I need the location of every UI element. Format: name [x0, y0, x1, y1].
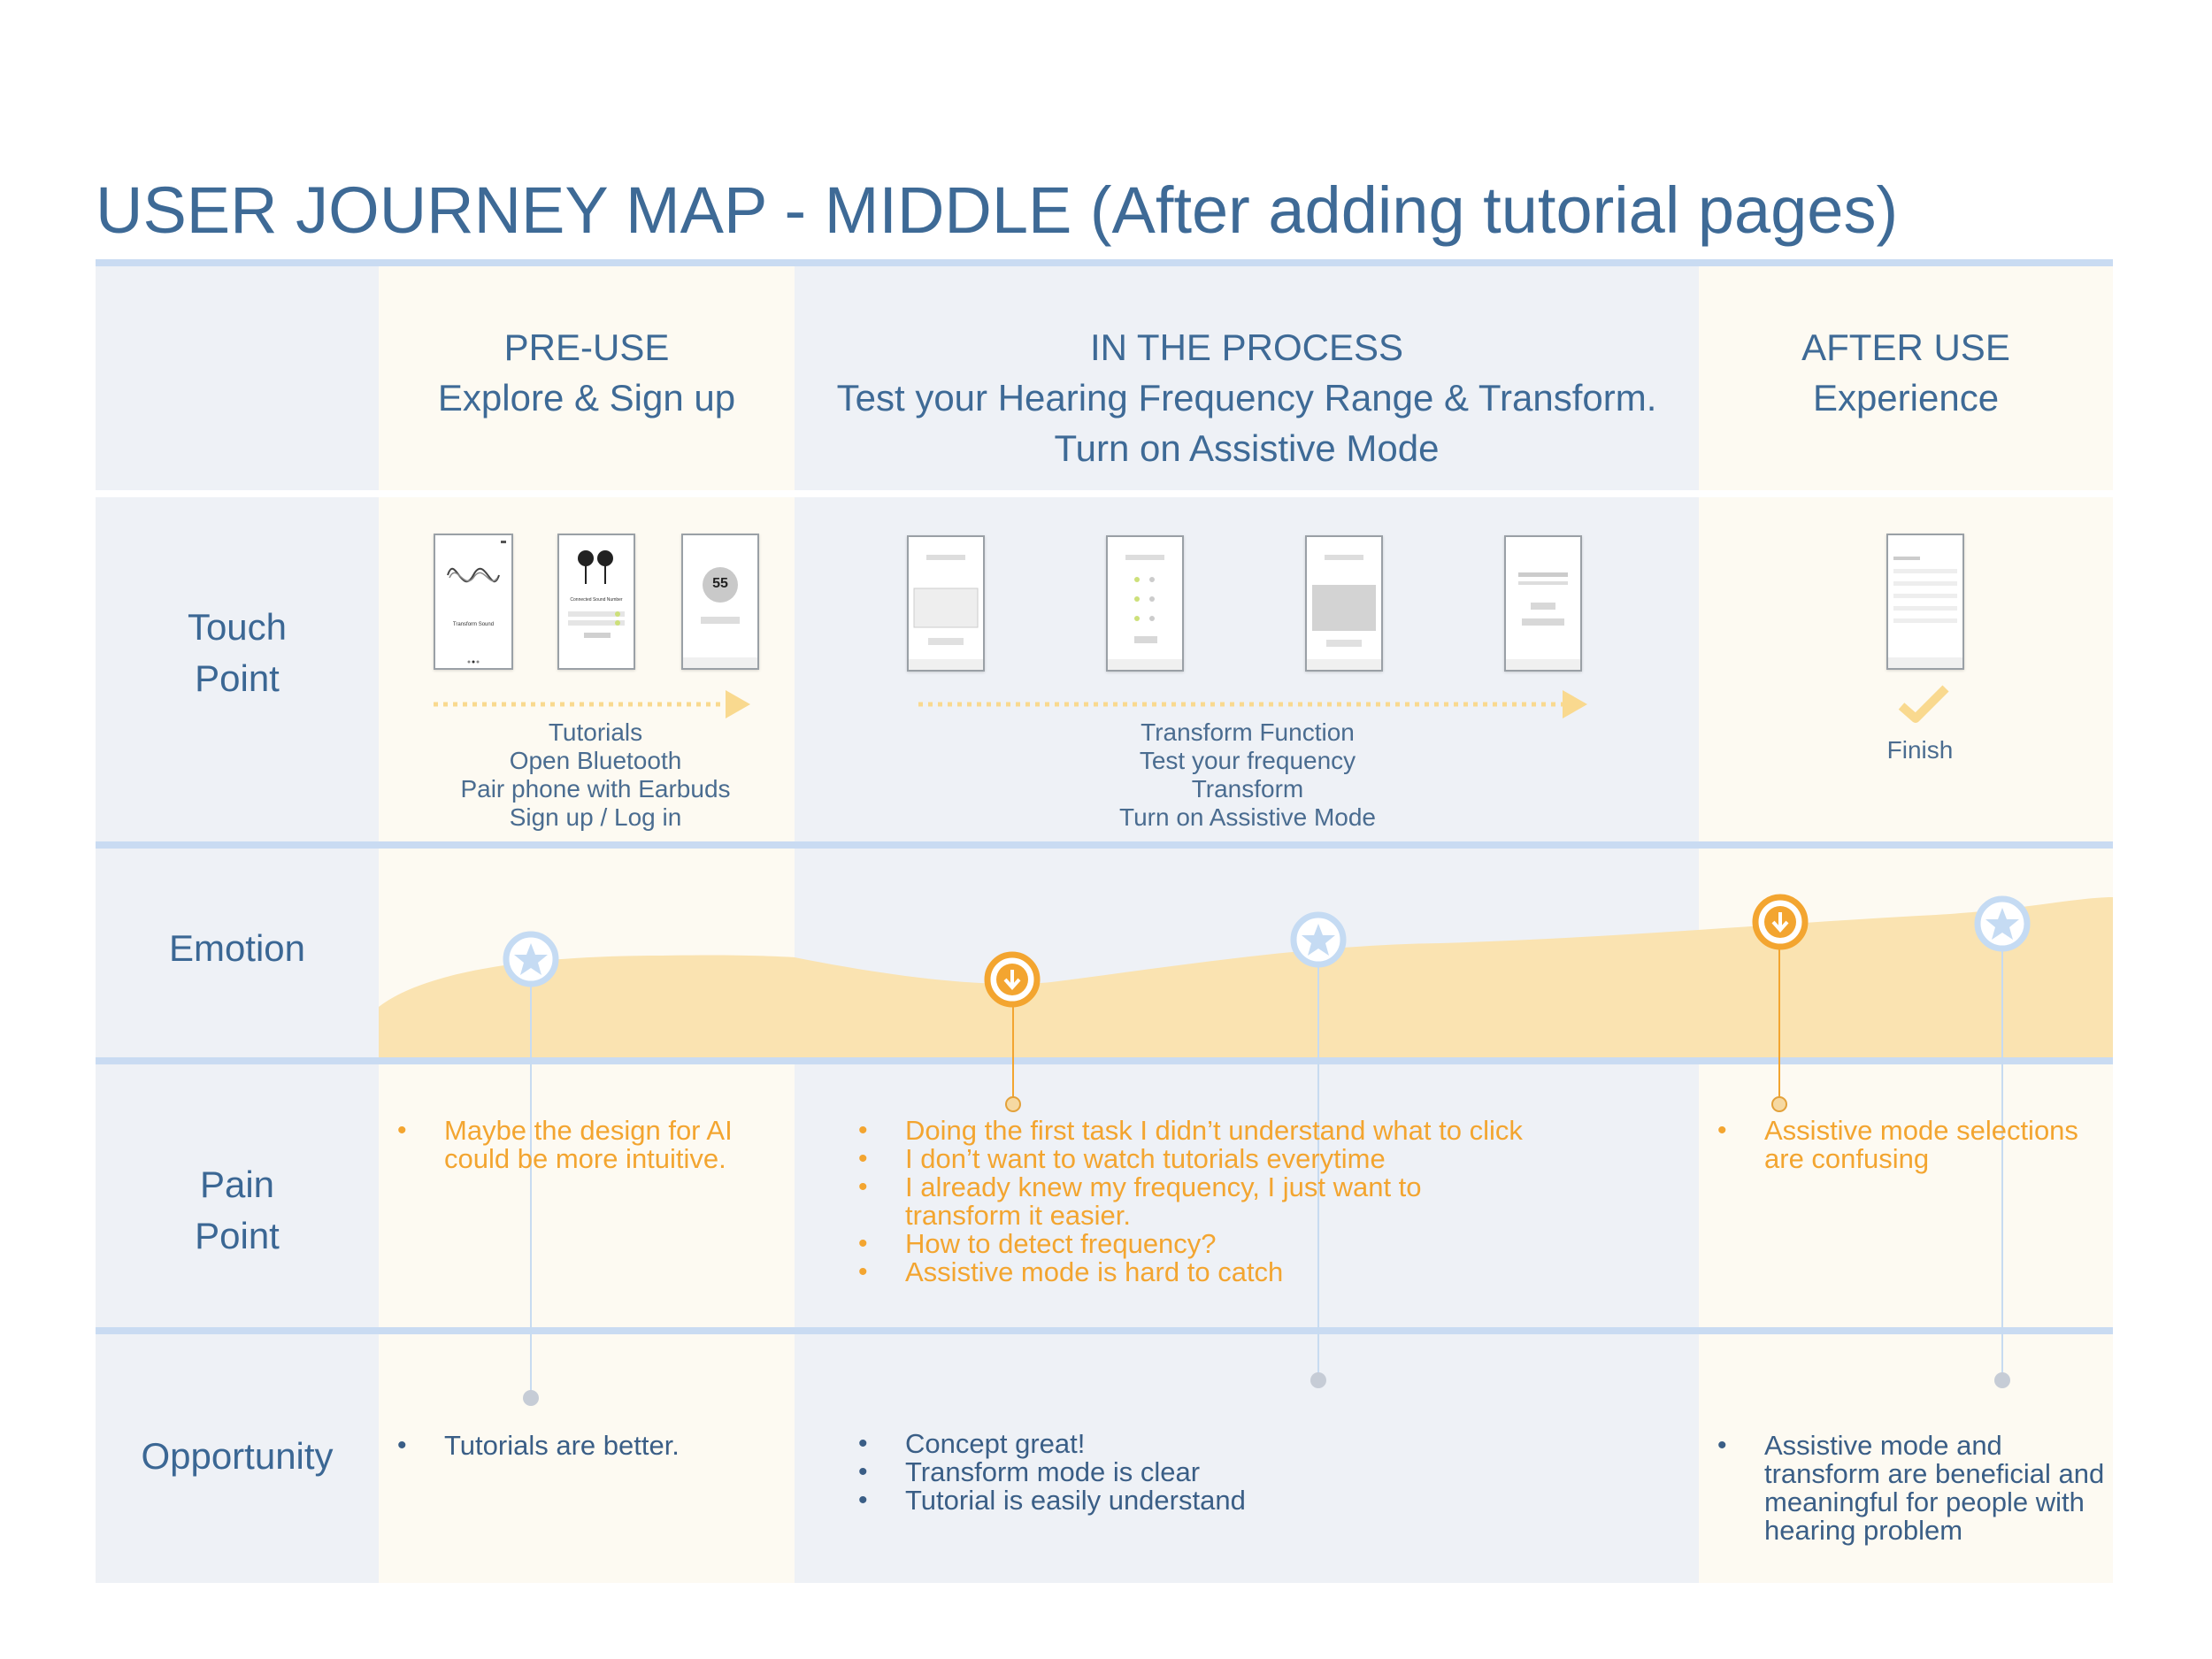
pre-use-flow-arrow — [434, 690, 750, 718]
step-item: Turn on Assistive Mode — [1119, 803, 1376, 831]
pain-point-item: I don’t want to watch tutorials everytim… — [858, 1145, 1531, 1174]
pairing-screen-thumbnail: Connected Sound Number — [557, 534, 635, 670]
row-label-line: Point — [195, 1215, 280, 1256]
page-title: USER JOURNEY MAP - MIDDLE (After adding … — [96, 173, 1899, 247]
row-label-opportunity: Opportunity — [141, 1435, 334, 1477]
pain-point-item: I already knew my frequency, I just want… — [858, 1173, 1531, 1230]
phase-header-after-use: AFTER USE Experience — [1699, 322, 2113, 423]
phase-name: AFTER USE — [1801, 326, 2010, 368]
process-steps: Transform Function Test your frequency T… — [1071, 718, 1425, 832]
row-label-line: Point — [195, 657, 280, 699]
opportunity-item: Transform mode is clear — [858, 1458, 1531, 1487]
star-icon — [503, 931, 559, 987]
test-frequency-screen-1 — [907, 535, 985, 672]
screen-caption: Connected Sound Number — [570, 597, 623, 603]
connector-end-dot — [1994, 1372, 2010, 1388]
volume-screen-thumbnail: 55 — [681, 534, 759, 670]
frequency-graph-icon — [1307, 555, 1381, 670]
pain-points-after-use: Assistive mode selections are confusing — [1717, 1117, 2107, 1173]
connector-end-dot — [523, 1390, 539, 1406]
pre-use-steps: Tutorials Open Bluetooth Pair phone with… — [379, 718, 812, 832]
step-item: Test your frequency — [1139, 747, 1356, 774]
row-divider-pain-opportunity — [96, 1327, 2113, 1334]
emotion-area — [379, 897, 2113, 1062]
step-item: Transform — [1191, 775, 1304, 803]
settings-list-graphic — [1888, 557, 1962, 668]
row-label-touch-point: Touch Point — [96, 602, 379, 704]
after-use-steps: Finish — [1832, 736, 2008, 764]
phase-subtitle: Test your Hearing Frequency Range & Tran… — [836, 377, 1657, 419]
row-divider-emotion-pain — [96, 1057, 2113, 1064]
phase-header-process: IN THE PROCESS Test your Hearing Frequen… — [795, 322, 1699, 473]
row-label-pain-point: Pain Point — [96, 1159, 379, 1262]
row-label-line: Pain — [199, 1164, 275, 1205]
connector-end-dot — [1005, 1096, 1021, 1112]
pain-point-item: Assistive mode selections are confusing — [1717, 1117, 2107, 1173]
down-arrow-icon — [1752, 894, 1809, 950]
assistive-mode-graphic — [1506, 572, 1580, 670]
opportunity-item: Tutorial is easily understand — [858, 1486, 1531, 1516]
pain-points-process: Doing the first task I didn’t understand… — [858, 1117, 1531, 1287]
title-divider — [96, 259, 2113, 266]
opportunities-pre-use: Tutorials are better. — [397, 1432, 769, 1461]
connector-line-1 — [530, 982, 532, 1398]
volume-screen-graphic — [683, 567, 757, 668]
label-column-band — [96, 266, 379, 1583]
star-icon — [1290, 911, 1347, 968]
emotion-curve — [379, 897, 2113, 1062]
connector-line-4 — [1778, 945, 1780, 1104]
process-column-band — [795, 266, 1699, 1583]
sound-wave-icon — [447, 541, 506, 664]
frequency-chart-icon — [909, 555, 983, 670]
test-frequency-screen-2 — [1106, 535, 1184, 672]
row-label-line: Touch — [187, 606, 288, 648]
down-arrow-icon — [984, 951, 1041, 1008]
assistive-mode-screen — [1504, 535, 1582, 672]
phase-subtitle: Turn on Assistive Mode — [1054, 427, 1440, 469]
step-item: Pair phone with Earbuds — [460, 775, 731, 803]
pain-points-pre-use: Maybe the design for AI could be more in… — [397, 1117, 769, 1173]
earbuds-icon — [568, 550, 625, 638]
volume-value: 55 — [712, 576, 728, 591]
step-item: Sign up / Log in — [509, 803, 682, 831]
checkmark-icon — [1898, 685, 1949, 723]
tutorial-screen-thumbnail: Transform Sound — [434, 534, 513, 670]
phase-subtitle: Experience — [1812, 377, 2000, 419]
connector-end-dot — [1310, 1372, 1326, 1388]
step-item: Finish — [1886, 736, 1954, 764]
phase-name: IN THE PROCESS — [1090, 326, 1403, 368]
opportunities-process: Concept great! Transform mode is clear T… — [858, 1430, 1531, 1516]
opportunity-item: Tutorials are better. — [397, 1432, 769, 1461]
step-item: Open Bluetooth — [509, 747, 682, 774]
pain-point-item: How to detect frequency? — [858, 1230, 1531, 1259]
settings-screen-thumbnail — [1886, 534, 1964, 670]
test-frequency-screen-3 — [1305, 535, 1383, 672]
opportunities-after-use: Assistive mode and transform are benefic… — [1717, 1432, 2107, 1545]
pain-point-item: Maybe the design for AI could be more in… — [397, 1117, 769, 1173]
row-label-emotion: Emotion — [168, 927, 306, 969]
screen-caption: Transform Sound — [452, 622, 495, 627]
phase-name: PRE-USE — [503, 326, 670, 368]
header-separator — [96, 490, 2113, 497]
pre-use-column-band — [379, 266, 795, 1583]
star-icon — [1974, 895, 2031, 952]
step-item: Transform Function — [1141, 718, 1355, 746]
step-item: Tutorials — [548, 718, 643, 746]
opportunity-item: Assistive mode and transform are benefic… — [1717, 1432, 2107, 1545]
row-divider-touch-emotion — [96, 841, 2113, 849]
phase-subtitle: Explore & Sign up — [437, 377, 736, 419]
opportunity-item: Concept great! — [858, 1430, 1531, 1459]
pain-point-item: Doing the first task I didn’t understand… — [858, 1117, 1531, 1146]
frequency-toggle-icon — [1108, 555, 1182, 670]
connector-end-dot — [1771, 1096, 1787, 1112]
pain-point-item: Assistive mode is hard to catch — [858, 1258, 1531, 1287]
connector-line-2 — [1012, 1004, 1014, 1103]
phase-header-pre-use: PRE-USE Explore & Sign up — [379, 322, 795, 423]
process-flow-arrow — [918, 690, 1587, 718]
